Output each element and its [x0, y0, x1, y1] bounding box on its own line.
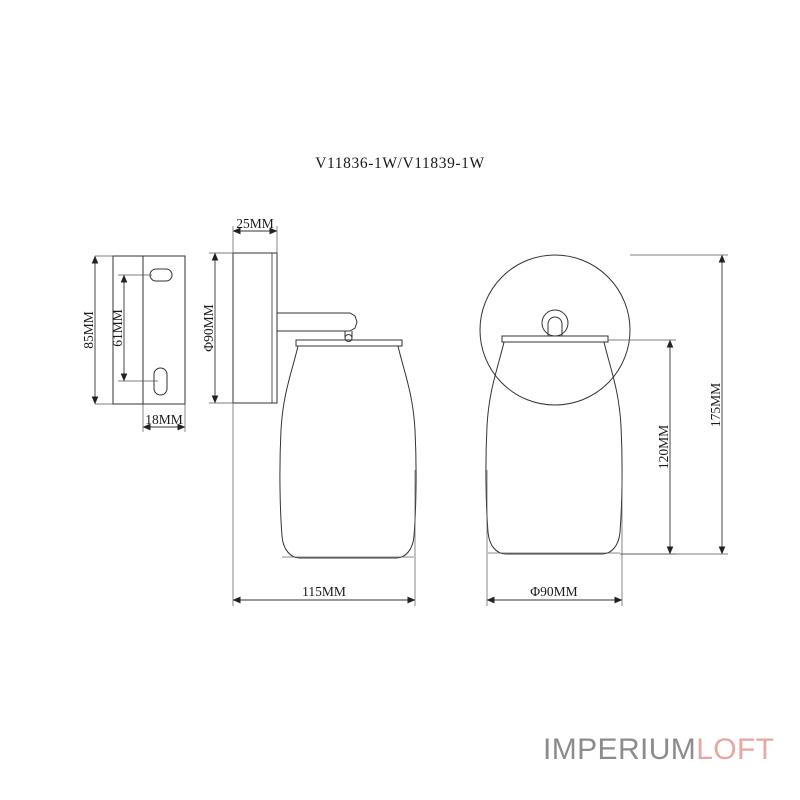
lamp-socket-arch-front	[547, 316, 563, 336]
dim-25mm-label: 25MM	[236, 216, 274, 231]
backplate-circle-front	[479, 254, 631, 406]
dim-85mm	[91, 255, 113, 405]
plate-outline	[112, 255, 186, 405]
dim-61mm-label: 61MM	[110, 309, 125, 347]
left-view-mounting-plate	[112, 255, 186, 405]
dim-115mm	[232, 403, 416, 606]
shade-top-plate-side	[295, 339, 403, 347]
dim-dia90-front	[486, 470, 623, 606]
dim-85mm-label: 85MM	[81, 311, 96, 349]
lamp-socket-circle-front	[541, 309, 569, 337]
dim-61mm	[118, 274, 158, 382]
dim-dia90-front-label: Φ90MM	[530, 584, 577, 599]
dim-175mm-label: 175MM	[708, 383, 723, 427]
dim-120mm-label: 120MM	[656, 425, 671, 469]
middle-view-side-elevation	[232, 252, 417, 559]
right-view-front-elevation	[479, 254, 631, 555]
drawing-title: V11836-1W/V11839-1W	[315, 155, 485, 172]
dim-175mm	[620, 254, 728, 555]
dim-18mm	[142, 404, 186, 432]
keyhole-slot-top	[149, 268, 173, 282]
dim-dia90-side-label: Φ90MM	[201, 304, 216, 351]
dim-25mm	[232, 226, 278, 253]
shade-top-plate-front	[501, 335, 609, 343]
shade-outline-side	[279, 345, 417, 559]
logo-text-loft: LOFT	[696, 733, 775, 766]
dim-dia90-side	[209, 252, 233, 404]
logo-text-imperium: IMPERIUM	[543, 733, 697, 766]
imperiumloft-logo: IMPERIUMLOFT	[543, 733, 774, 767]
support-arm	[276, 312, 358, 332]
dim-18mm-label: 18MM	[145, 412, 183, 427]
socket-pivot-side	[344, 334, 353, 342]
keyhole-slot-bottom	[153, 367, 168, 396]
shade-outline-front	[485, 341, 623, 555]
backplate-side-body	[232, 252, 278, 404]
dim-115mm-label: 115MM	[302, 584, 346, 599]
